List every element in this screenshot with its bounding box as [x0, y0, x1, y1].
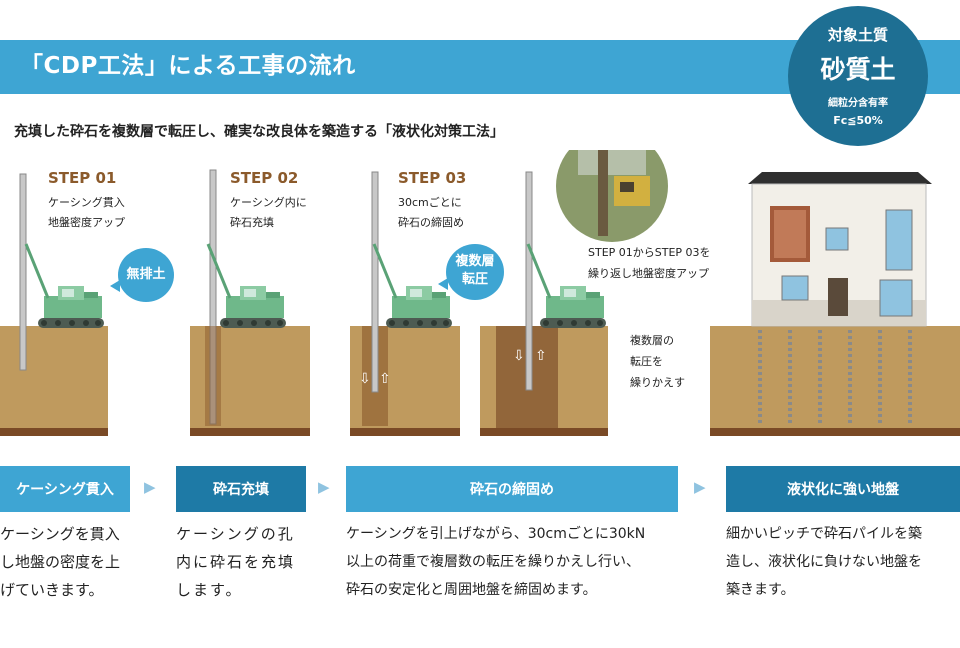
step-02-desc-line1: ケーシング内に	[230, 196, 307, 209]
multi-layer-bubble-tail	[438, 278, 448, 290]
step-01-desc: ケーシング貫入 地盤密度アップ	[48, 193, 125, 233]
soil-badge-type: 砂質土	[820, 55, 896, 84]
multi-layer-bubble: 複数層 転圧	[446, 244, 504, 300]
desc-2-line2: 内に砕石を充填	[176, 553, 296, 571]
desc-1-line3: げていきます。	[0, 581, 104, 599]
svg-text:⇧: ⇧	[535, 348, 547, 364]
desc-gravel-filling: ケーシングの孔 内に砕石を充填 します。	[176, 520, 316, 604]
leader-mast-3	[371, 171, 379, 393]
desc-liquefaction-resistant-ground: 細かいピッチで砕石パイルを築 造し、液状化に負けない地盤を 築きます。	[726, 520, 960, 604]
no-spoil-bubble-tail	[110, 280, 120, 292]
ground-base-4	[480, 428, 608, 436]
svg-text:⇩: ⇩	[513, 348, 525, 364]
label-gravel-filling: 砕石充填	[176, 466, 306, 512]
desc-1-line2: し地盤の密度を上	[0, 553, 121, 571]
multi-layer-note-line2: 転圧を	[630, 355, 663, 368]
step-02-desc: ケーシング内に 砕石充填	[230, 193, 307, 233]
step-01-desc-line2: 地盤密度アップ	[48, 216, 125, 229]
desc-3-line3: 砕石の安定化と周囲地盤を締固めます。	[346, 582, 597, 598]
desc-2-line1: ケーシングの孔	[176, 525, 295, 543]
multi-layer-bubble-line1: 複数層	[455, 254, 495, 269]
desc-4-line3: 築きます。	[726, 582, 795, 598]
step-03-desc-line2: 砕石の締固め	[398, 216, 464, 229]
multi-layer-bubble-line2: 転圧	[461, 272, 488, 287]
multi-layer-note-line3: 繰りかえす	[630, 376, 685, 389]
step-02-desc-line2: 砕石充填	[230, 216, 274, 229]
step-03-title: STEP 03	[398, 169, 467, 187]
soil-badge-fines-value: Fc≦50%	[833, 114, 883, 127]
flow-arrow-2: ▶	[318, 478, 330, 496]
soil-badge-fines-label: 細粒分含有率	[828, 98, 888, 109]
soil-type-badge: 対象土質 砂質土 細粒分含有率 Fc≦50%	[788, 6, 928, 146]
desc-casing-insertion: ケーシングを貫入 し地盤の密度を上 げていきます。	[0, 520, 140, 604]
flow-arrow-3: ▶	[694, 478, 706, 496]
leader-mast-4	[525, 171, 533, 391]
step-01-title: STEP 01	[48, 169, 117, 187]
page-title: 「CDP工法」による工事の流れ	[20, 53, 356, 79]
ground-base-3	[350, 428, 460, 436]
leader-mast-1	[19, 173, 27, 371]
ground-base-1	[0, 428, 108, 436]
step-02-title: STEP 02	[230, 169, 299, 187]
desc-3-line2: 以上の荷重で複層数の転圧を繰りかえし行い、	[346, 554, 640, 570]
desc-3-line1: ケーシングを引上げながら、30cmごとに30kN	[346, 526, 646, 542]
soil-badge-label: 対象土質	[827, 26, 888, 44]
repeat-note-line2: 繰り返し地盤密度アップ	[588, 267, 709, 280]
label-liquefaction-resistant-ground: 液状化に強い地盤	[726, 466, 960, 512]
ground-panel-5	[710, 326, 960, 436]
no-spoil-bubble: 無排土	[118, 248, 174, 302]
svg-text:⇧: ⇧	[379, 371, 391, 387]
gravel-piles	[758, 330, 912, 426]
multi-layer-note: 複数層の 転圧を 繰りかえす	[630, 330, 685, 393]
label-gravel-compaction: 砕石の締固め	[346, 466, 678, 512]
ground-panel-1	[0, 326, 108, 436]
flow-arrow-1: ▶	[144, 478, 156, 496]
house	[748, 172, 932, 327]
desc-gravel-compaction: ケーシングを引上げながら、30cmごとに30kN 以上の荷重で複層数の転圧を繰り…	[346, 520, 686, 604]
step-01-desc-line1: ケーシング貫入	[48, 196, 125, 209]
repeat-note-line1: STEP 01からSTEP 03を	[588, 246, 711, 259]
ground-base-2	[190, 428, 310, 436]
ground-base-5	[710, 428, 960, 436]
step-03-desc: 30cmごとに 砕石の締固め	[398, 193, 464, 233]
desc-4-line1: 細かいピッチで砕石パイルを築	[726, 526, 922, 542]
desc-4-line2: 造し、液状化に負けない地盤を	[726, 554, 922, 570]
desc-1-line1: ケーシングを貫入	[0, 525, 120, 543]
step-03-desc-line1: 30cmごとに	[398, 196, 462, 209]
repeat-note: STEP 01からSTEP 03を 繰り返し地盤密度アップ	[588, 242, 711, 284]
subtitle: 充填した砕石を複数層で転圧し、確実な改良体を築造する「液状化対策工法」	[14, 124, 504, 140]
desc-2-line3: します。	[176, 581, 243, 599]
svg-text:⇩: ⇩	[359, 371, 371, 387]
construction-process-illustration: ⇩ ⇧ ⇩ ⇧	[0, 150, 960, 436]
multi-layer-note-line1: 複数層の	[630, 334, 674, 347]
label-casing-insertion: ケーシング貫入	[0, 466, 130, 512]
